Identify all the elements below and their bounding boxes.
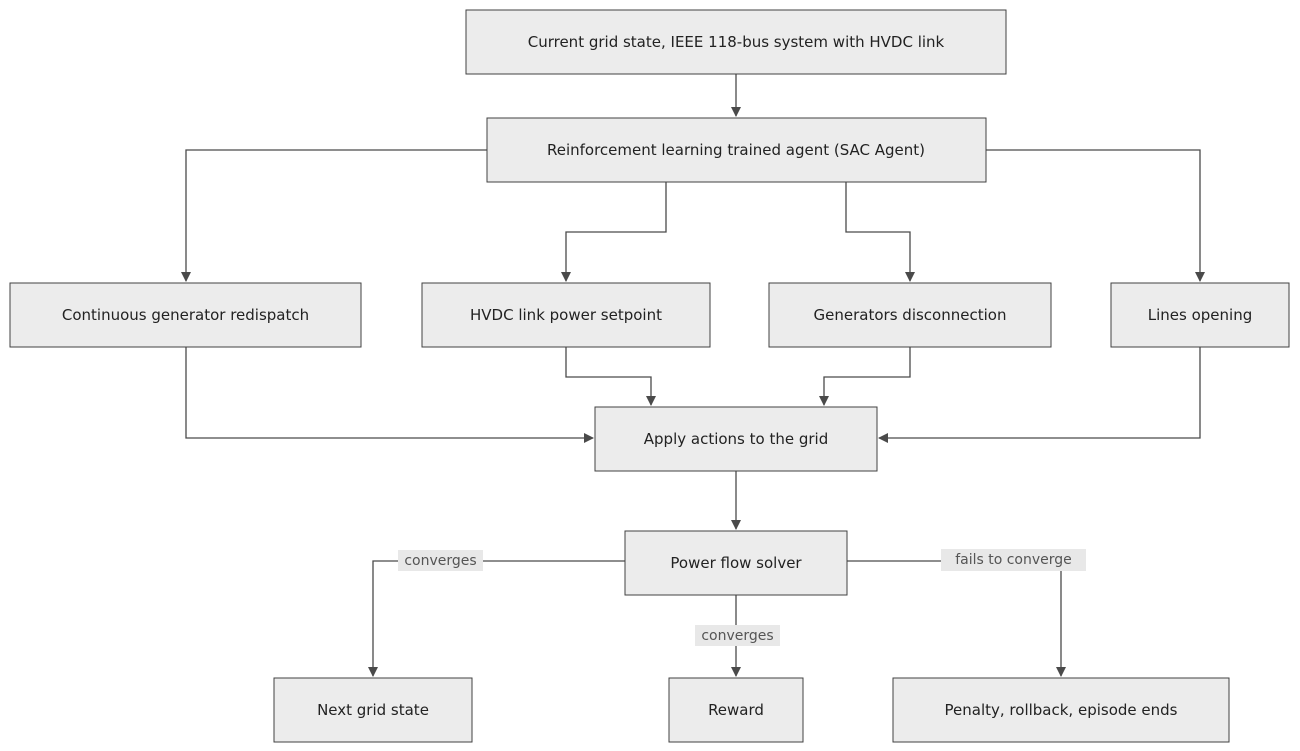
- node-label: Reinforcement learning trained agent (SA…: [547, 141, 925, 159]
- edge-agent-to-hvdc: [561, 182, 667, 282]
- edge-label-fails-to-converge: fails to converge: [941, 549, 1086, 571]
- edge-label-text: converges: [404, 553, 476, 569]
- node-label: Current grid state, IEEE 118-bus system …: [528, 33, 945, 51]
- edge-agent-to-gen-disconnect: [845, 182, 915, 282]
- node-label: Apply actions to the grid: [644, 430, 828, 448]
- edge-label-text: converges: [701, 628, 773, 644]
- node-reward: Reward: [668, 677, 804, 743]
- edge-label-converges-next: converges: [398, 550, 483, 571]
- edge-redispatch-to-apply: [185, 347, 594, 443]
- node-apply-actions: Apply actions to the grid: [594, 406, 878, 472]
- node-penalty-rollback: Penalty, rollback, episode ends: [892, 677, 1230, 743]
- node-power-flow-solver: Power flow solver: [624, 530, 848, 596]
- edge-lines-opening-to-apply: [878, 347, 1201, 443]
- node-label: Reward: [708, 701, 764, 719]
- edge-agent-to-redispatch: [181, 149, 487, 282]
- node-label: Penalty, rollback, episode ends: [945, 701, 1178, 719]
- node-label: Lines opening: [1148, 306, 1252, 324]
- node-label: Generators disconnection: [814, 306, 1007, 324]
- edge-solver-to-penalty: [847, 560, 1066, 677]
- node-lines-opening: Lines opening: [1110, 282, 1290, 348]
- node-label: Power flow solver: [670, 554, 802, 572]
- node-current-grid-state: Current grid state, IEEE 118-bus system …: [465, 9, 1007, 75]
- node-label: HVDC link power setpoint: [470, 306, 662, 324]
- edge-label-converges-reward: converges: [695, 625, 780, 646]
- node-continuous-redispatch: Continuous generator redispatch: [9, 282, 362, 348]
- edge-agent-to-lines-opening: [986, 149, 1205, 282]
- edge-solver-to-next-state: [368, 560, 625, 677]
- node-hvdc-setpoint: HVDC link power setpoint: [421, 282, 711, 348]
- edge-hvdc-to-apply: [565, 347, 656, 406]
- node-next-grid-state: Next grid state: [273, 677, 473, 743]
- node-sac-agent: Reinforcement learning trained agent (SA…: [486, 117, 987, 183]
- node-generators-disconnection: Generators disconnection: [768, 282, 1052, 348]
- node-label: Continuous generator redispatch: [62, 306, 309, 324]
- edge-gen-disconnect-to-apply: [819, 347, 911, 406]
- edge-label-text: fails to converge: [955, 552, 1072, 568]
- node-label: Next grid state: [317, 701, 429, 719]
